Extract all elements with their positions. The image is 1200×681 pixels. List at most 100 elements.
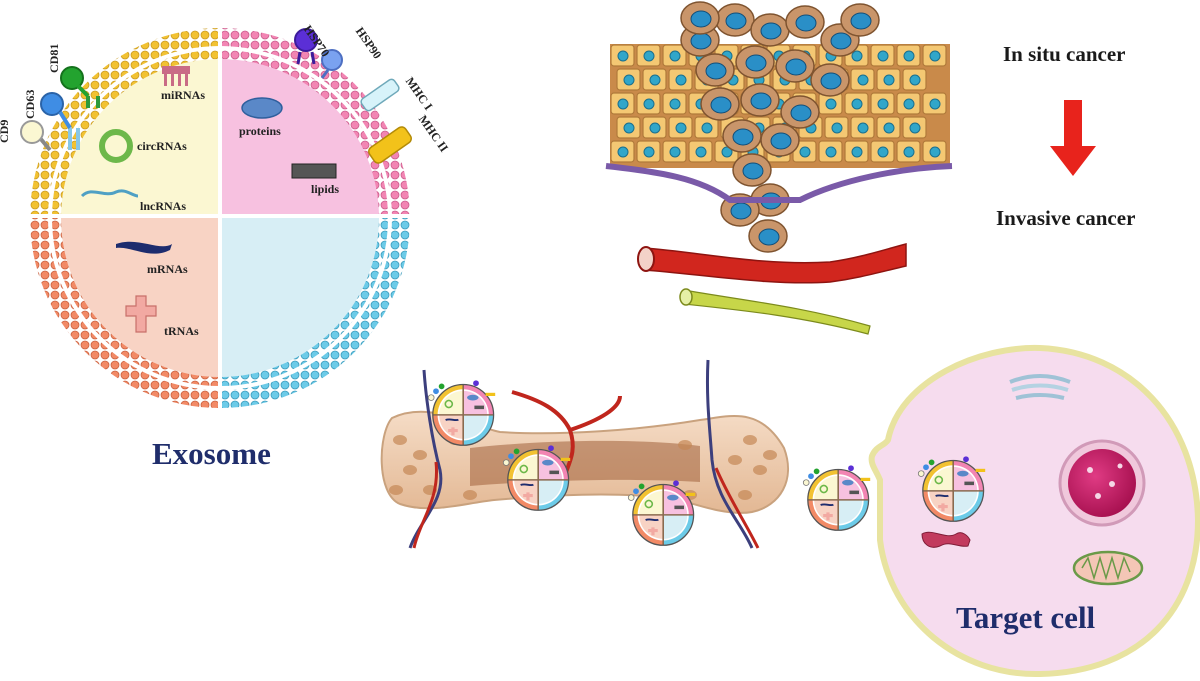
circrnas-icon xyxy=(99,129,133,163)
cd63-label: CD63 xyxy=(23,89,37,119)
cell-nucleus xyxy=(617,98,629,110)
cd9-label: CD9 xyxy=(0,119,11,143)
cd81-marker-icon xyxy=(60,66,100,108)
cell-nucleus xyxy=(851,146,863,158)
cancer-cell-nucleus xyxy=(785,58,807,76)
cell-nucleus xyxy=(857,122,869,134)
cancer-cell-nucleus xyxy=(690,10,712,28)
cancer-cell-nucleus xyxy=(725,12,747,30)
endoplasmic-reticulum-icon xyxy=(921,531,971,548)
lymphatic-vessel xyxy=(679,288,871,335)
cell-nucleus xyxy=(623,74,635,86)
cancer-cell-nucleus xyxy=(745,54,767,72)
exosome-small-top xyxy=(427,380,496,446)
proteins-label: proteins xyxy=(239,124,281,138)
cancer-cell-nucleus xyxy=(732,128,754,146)
mirnas-icon xyxy=(162,66,190,86)
cell-nucleus xyxy=(877,146,889,158)
bone-artery-right xyxy=(714,467,760,549)
cell-nucleus xyxy=(883,122,895,134)
cancer-cell-nucleus xyxy=(742,162,764,180)
cell-nucleus xyxy=(623,122,635,134)
cell-nucleus xyxy=(903,98,915,110)
lipids-label: lipids xyxy=(311,182,340,196)
cancer-cell-nucleus xyxy=(750,92,772,110)
cancer-cell-nucleus xyxy=(730,202,752,220)
mrnas-label: mRNAs xyxy=(147,262,188,276)
cd81-label: CD81 xyxy=(47,43,61,73)
cell-nucleus xyxy=(669,146,681,158)
mirnas-label: miRNAs xyxy=(161,88,205,102)
cancer-cell-nucleus xyxy=(758,228,780,246)
cd9-marker-icon xyxy=(20,120,52,152)
cell-nucleus xyxy=(929,98,941,110)
exosome-small-bone-right xyxy=(627,480,696,546)
circrnas-label: circRNAs xyxy=(137,139,187,153)
cell-nucleus xyxy=(701,122,713,134)
cell-nucleus xyxy=(649,122,661,134)
trnas-icon xyxy=(125,295,157,333)
cell-nucleus xyxy=(877,98,889,110)
trnas-label: tRNAs xyxy=(164,324,199,338)
cancer-cell-nucleus xyxy=(830,32,852,50)
cell-nucleus xyxy=(643,146,655,158)
progression-arrow-icon xyxy=(1050,100,1096,176)
exosome-small-bone-left xyxy=(502,445,571,511)
golgi-icon xyxy=(1009,374,1071,400)
target-cell xyxy=(868,344,1200,678)
cancer-cell-nucleus xyxy=(690,32,712,50)
cell-nucleus xyxy=(675,74,687,86)
blood-vessel xyxy=(637,243,907,284)
nucleus xyxy=(1058,439,1146,527)
cell-nucleus xyxy=(909,122,921,134)
lncrnas-label: lncRNAs xyxy=(140,199,187,213)
tumor-tissue xyxy=(610,1,950,253)
cell-nucleus xyxy=(825,146,837,158)
bone-artery-left xyxy=(412,461,439,549)
cell-nucleus xyxy=(643,98,655,110)
cell-nucleus xyxy=(617,146,629,158)
cell-nucleus xyxy=(695,146,707,158)
cell-nucleus xyxy=(825,98,837,110)
cancer-cell-nucleus xyxy=(770,132,792,150)
lipids-icon xyxy=(291,163,337,179)
cell-nucleus xyxy=(851,98,863,110)
in-situ-cancer-label: In situ cancer xyxy=(1003,42,1126,66)
cell-nucleus xyxy=(929,146,941,158)
cancer-cell-nucleus xyxy=(705,62,727,80)
cancer-cell-nucleus xyxy=(790,104,812,122)
exosome-large xyxy=(20,25,413,411)
cd63-marker-icon xyxy=(40,92,80,150)
mhc-marker-icon xyxy=(360,78,412,164)
cell-nucleus xyxy=(669,50,681,62)
cancer-cell-nucleus xyxy=(850,12,872,30)
proteins-icon xyxy=(241,97,283,119)
basement-membrane xyxy=(605,163,953,203)
exosome-title: Exosome xyxy=(152,436,271,471)
cell-nucleus xyxy=(799,146,811,158)
cell-nucleus xyxy=(675,122,687,134)
invasive-cancer-label: Invasive cancer xyxy=(996,206,1136,230)
cell-nucleus xyxy=(929,50,941,62)
cell-nucleus xyxy=(649,74,661,86)
cell-nucleus xyxy=(669,98,681,110)
mrnas-icon xyxy=(116,241,172,254)
cell-nucleus xyxy=(831,122,843,134)
cell-nucleus xyxy=(877,50,889,62)
bone-vein-right xyxy=(705,359,754,549)
cell-nucleus xyxy=(643,50,655,62)
cell-nucleus xyxy=(903,50,915,62)
cell-nucleus xyxy=(909,74,921,86)
target-cell-title: Target cell xyxy=(956,600,1096,635)
cancer-cell-nucleus xyxy=(760,22,782,40)
exosome-small-docking xyxy=(917,456,986,522)
exosome-small-free xyxy=(802,465,871,531)
cell-nucleus xyxy=(857,74,869,86)
cell-nucleus xyxy=(721,146,733,158)
hsp-marker-icon xyxy=(294,28,343,79)
cell-nucleus xyxy=(617,50,629,62)
cell-nucleus xyxy=(903,146,915,158)
cell-nucleus xyxy=(883,74,895,86)
cancer-cell-nucleus xyxy=(820,72,842,90)
